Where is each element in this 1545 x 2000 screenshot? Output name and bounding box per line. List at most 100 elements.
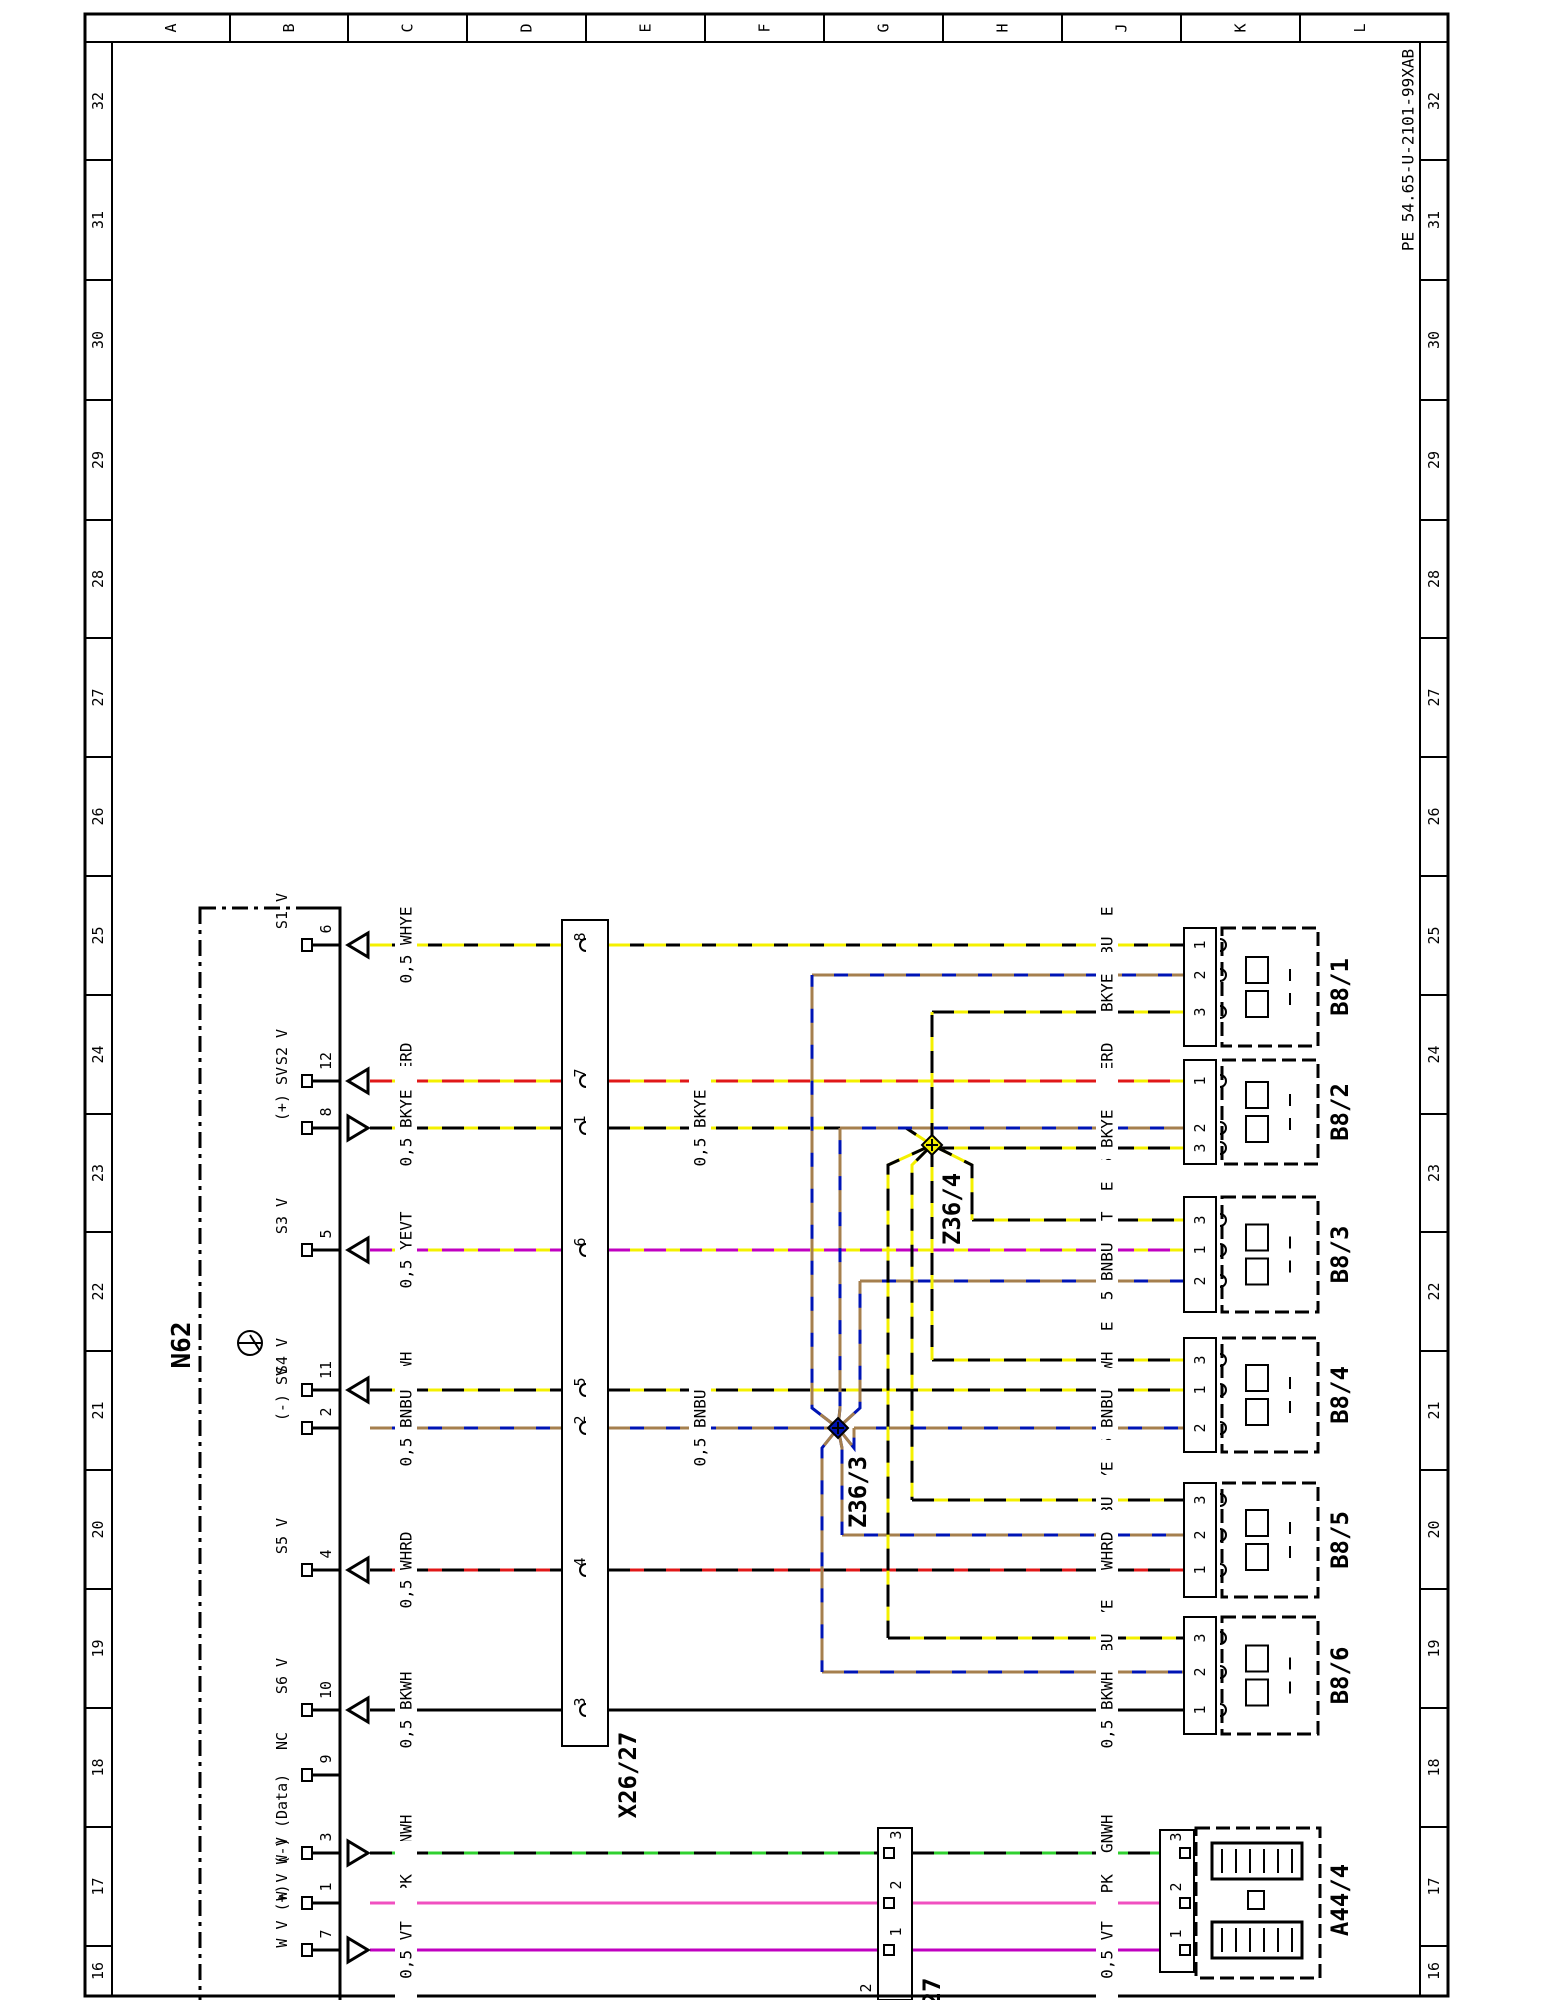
wire-left-label: 0,5 BKWH: [397, 1671, 416, 1748]
module-pin-signal: W V (+): [273, 1884, 291, 1947]
row-number-right: 16: [1425, 1962, 1443, 1980]
sensor-id: B8/6: [1326, 1647, 1354, 1705]
wire-label-bg: [395, 1648, 417, 1772]
sensor-pin-socket: [1219, 1121, 1227, 1135]
connector-27-id: 27: [918, 1978, 946, 2000]
sensor-pin-number: 2: [1191, 1276, 1209, 1285]
sensor-element: [1245, 1364, 1269, 1392]
wire-label-bg: [689, 1366, 711, 1490]
sensor-pin-number: 3: [1191, 1143, 1209, 1152]
module-pin-signal: S3 V: [273, 1198, 291, 1234]
wire-left-label: 0,5 WHRD: [397, 1531, 416, 1608]
bus-bkye: [910, 1143, 934, 1500]
row-number-right: 24: [1425, 1045, 1443, 1063]
pin-terminal: [883, 1944, 895, 1956]
connector-x26-body: [561, 919, 609, 1747]
wire-label-bg: [395, 883, 417, 1007]
splice-id: Z36/4: [938, 1173, 966, 1245]
sensor-pin-socket: [1219, 1528, 1227, 1542]
module-pin-number: 11: [317, 1361, 335, 1379]
bus-bnbu: [836, 1128, 842, 1429]
device-a44-pin-number: 1: [1167, 1929, 1185, 1938]
sensor-pin-number: 3: [1191, 1633, 1209, 1642]
module-pin: [301, 1896, 340, 1910]
connector-x26-pin: [579, 938, 587, 952]
document-code: PE 54.65-U-2101-99XAB: [1399, 49, 1418, 251]
module-pin-signal: W V (-): [273, 1837, 291, 1900]
bus-bnbu: [836, 1281, 862, 1430]
sensor-element: [1245, 956, 1269, 984]
module-pin: [301, 1768, 340, 1782]
pin-arrow: [345, 1235, 370, 1265]
row-number-left: 24: [89, 1045, 107, 1063]
pin-terminal: [301, 1943, 313, 1957]
connector-x26-pin-number: 4: [571, 1557, 589, 1566]
sensor-element: [1245, 1223, 1269, 1252]
device-a44-pin-terminal: [1179, 1944, 1191, 1956]
column-letter: L: [1351, 23, 1369, 32]
row-number-left: 25: [89, 926, 107, 944]
sensor-element: [1245, 1543, 1269, 1571]
module-pin-number: 4: [317, 1549, 335, 1558]
connector-x26-pin-number: 5: [571, 1377, 589, 1386]
display-indicator: [1247, 1890, 1265, 1910]
column-letter: D: [518, 23, 536, 32]
sensor-B8/4: [1183, 1336, 1320, 1454]
pin-terminal: [301, 1074, 313, 1088]
row-number-left: 17: [89, 1877, 107, 1895]
sensor-pin-number: 3: [1191, 1215, 1209, 1224]
sensor-id: B8/4: [1326, 1366, 1354, 1424]
sensor-B8/6: [1183, 1615, 1320, 1736]
sensor-pin-socket: [1219, 1141, 1227, 1155]
row-number-left: 27: [89, 688, 107, 706]
bus-bnbu: [836, 1427, 856, 1453]
module-pin: [301, 1113, 371, 1143]
connector-x26-pin: [579, 1703, 587, 1717]
pin-socket: [579, 1074, 587, 1088]
row-number-right: 25: [1425, 926, 1443, 944]
sensor-pin-number: 1: [1191, 1705, 1209, 1714]
wire-middle-label: 0,5 BKYE: [691, 1089, 710, 1166]
pin-socket: [579, 1383, 587, 1397]
sensor-element: [1245, 1509, 1269, 1537]
module-pin-number: 10: [317, 1681, 335, 1699]
sensor-B8/3: [1183, 1195, 1320, 1314]
display-segment: [1210, 1920, 1304, 1960]
pin-terminal: [883, 1897, 895, 1909]
sensor-pin-number: 2: [1191, 1667, 1209, 1676]
outer-border: [83, 12, 1450, 1998]
pin-socket: [579, 1421, 587, 1435]
connector-27-pin: [883, 1944, 895, 1956]
sensor-pin-number: 1: [1191, 1076, 1209, 1085]
pin-terminal: [301, 1768, 313, 1782]
sensor-connector: [1183, 1196, 1217, 1313]
row-number-left: 31: [89, 211, 107, 229]
module-pin-number: 3: [317, 1832, 335, 1841]
sensor-pin-socket: [1219, 1005, 1227, 1019]
sensor-connector: [1183, 1337, 1217, 1453]
connector-x26-pin: [579, 1563, 587, 1577]
row-number-right: 17: [1425, 1877, 1443, 1895]
sensor-connector: [1183, 927, 1217, 1047]
sensor-B8/5: [1183, 1481, 1320, 1599]
wire-middle-label: 0,5 BNBU: [691, 1389, 710, 1466]
connector-x26-id: X26/27: [614, 1732, 642, 1819]
connector-27-body: [877, 1827, 913, 2000]
device-a44-boundary: [1194, 1826, 1322, 1980]
pin-arrow: [346, 1113, 371, 1143]
pin-terminal: [301, 1896, 313, 1910]
pin-socket: [579, 938, 587, 952]
connector-x26-pin: [579, 1074, 587, 1088]
row-number-left: 20: [89, 1520, 107, 1538]
connector-27-side-label: 2: [857, 1983, 875, 1992]
wire-left-label: 0,5 YEVT: [397, 1211, 416, 1288]
sensor-boundary: [1220, 1195, 1320, 1314]
bus-bnbu-stripe: [836, 1427, 856, 1453]
pin-terminal: [301, 1421, 313, 1435]
row-number-right: 18: [1425, 1758, 1443, 1776]
module-pin: [301, 1555, 370, 1585]
splice-Z36/3: [826, 1416, 850, 1440]
wire-label-bg: [395, 1508, 417, 1632]
bus-bnbu-base: [810, 975, 839, 1430]
